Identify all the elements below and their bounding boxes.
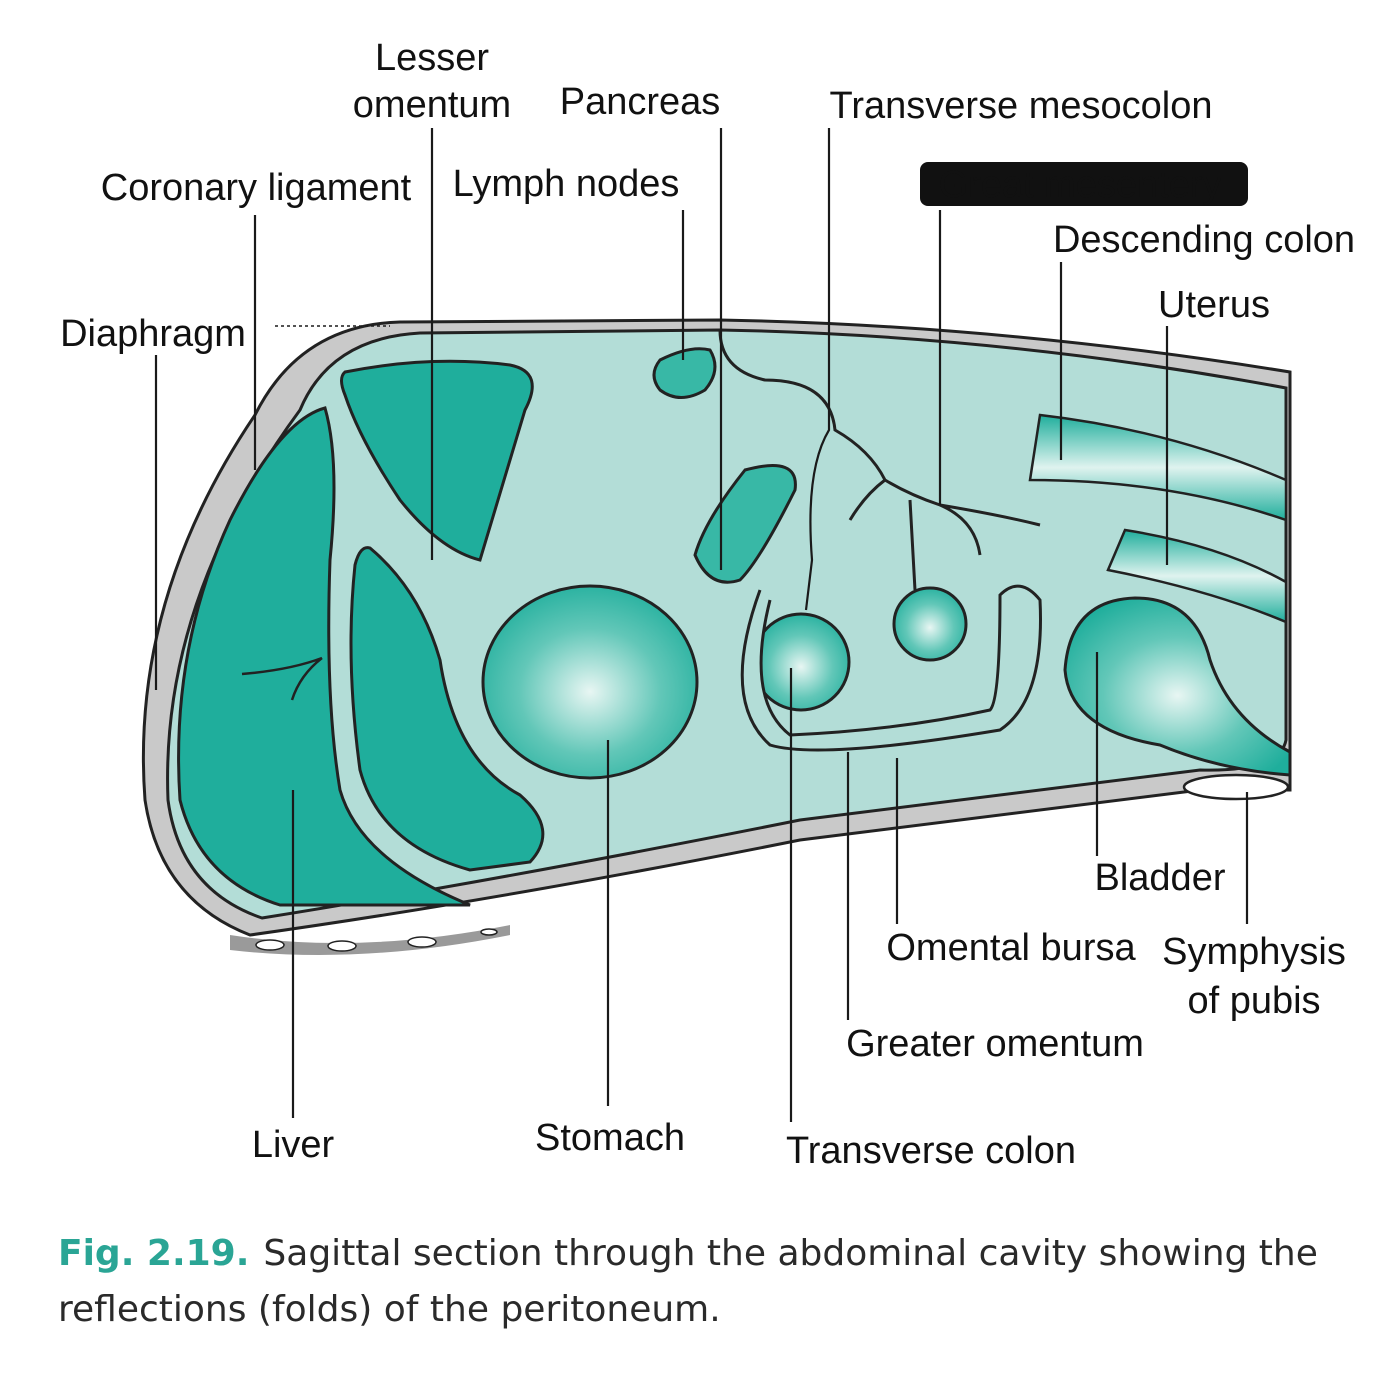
label-lymph-nodes: Lymph nodes [453,163,680,205]
label-lesser-omentum-2: omentum [353,84,511,126]
label-pancreas: Pancreas [560,81,721,123]
mesentery-branches [718,329,1041,591]
descending-colon-organ [1028,413,1288,522]
label-descending-colon: Descending colon [1053,219,1355,261]
labels: Lesser omentum Pancreas Transverse mesoc… [60,37,1355,1172]
figure-number: Fig. 2.19. [58,1233,250,1274]
small-organ [892,586,968,662]
upper-organ [340,359,534,562]
label-diaphragm: Diaphragm [60,313,246,355]
lead-transverse-mesocolon [804,128,831,611]
label-stomach: Stomach [535,1117,685,1159]
symphysis-pubis-organ [1182,773,1290,801]
transverse-colon-organ [751,612,851,712]
lower-oval-4 [480,928,498,936]
caption-text: Sagittal section through the abdominal c… [58,1233,1318,1330]
lower-oval-3 [407,936,437,948]
lymph-nodes-organ [652,347,717,399]
label-coronary-ligament: Coronary ligament [101,167,412,209]
stomach-organ [481,584,699,780]
label-greater-omentum: Greater omentum [846,1023,1144,1065]
figure-caption: Fig. 2.19.Sagittal section through the a… [58,1226,1358,1338]
liver-lobe [349,546,545,872]
lower-oval-2 [327,940,357,952]
label-transverse-mesocolon: Transverse mesocolon [830,85,1213,127]
label-omental-bursa: Omental bursa [886,927,1136,969]
redaction-bar [920,162,1248,206]
liver-fissure [241,656,323,701]
bladder-organ [1063,596,1292,777]
label-bladder: Bladder [1095,857,1226,899]
omentum-loop [740,584,1042,752]
label-lesser-omentum-1: Lesser [375,37,489,79]
uterus-organ [1106,528,1288,624]
liver-organ [177,406,471,907]
label-symphysis-1: Symphysis [1162,931,1346,973]
leader-lines [154,128,1249,1122]
lower-wall-strip [230,925,510,955]
lower-oval-1 [255,939,285,951]
label-liver: Liver [252,1124,335,1166]
label-uterus: Uterus [1158,284,1270,326]
label-great-mesentery: Great mesentery [939,164,1222,206]
label-symphysis-2: of pubis [1187,980,1320,1022]
label-transverse-colon: Transverse colon [786,1130,1076,1172]
